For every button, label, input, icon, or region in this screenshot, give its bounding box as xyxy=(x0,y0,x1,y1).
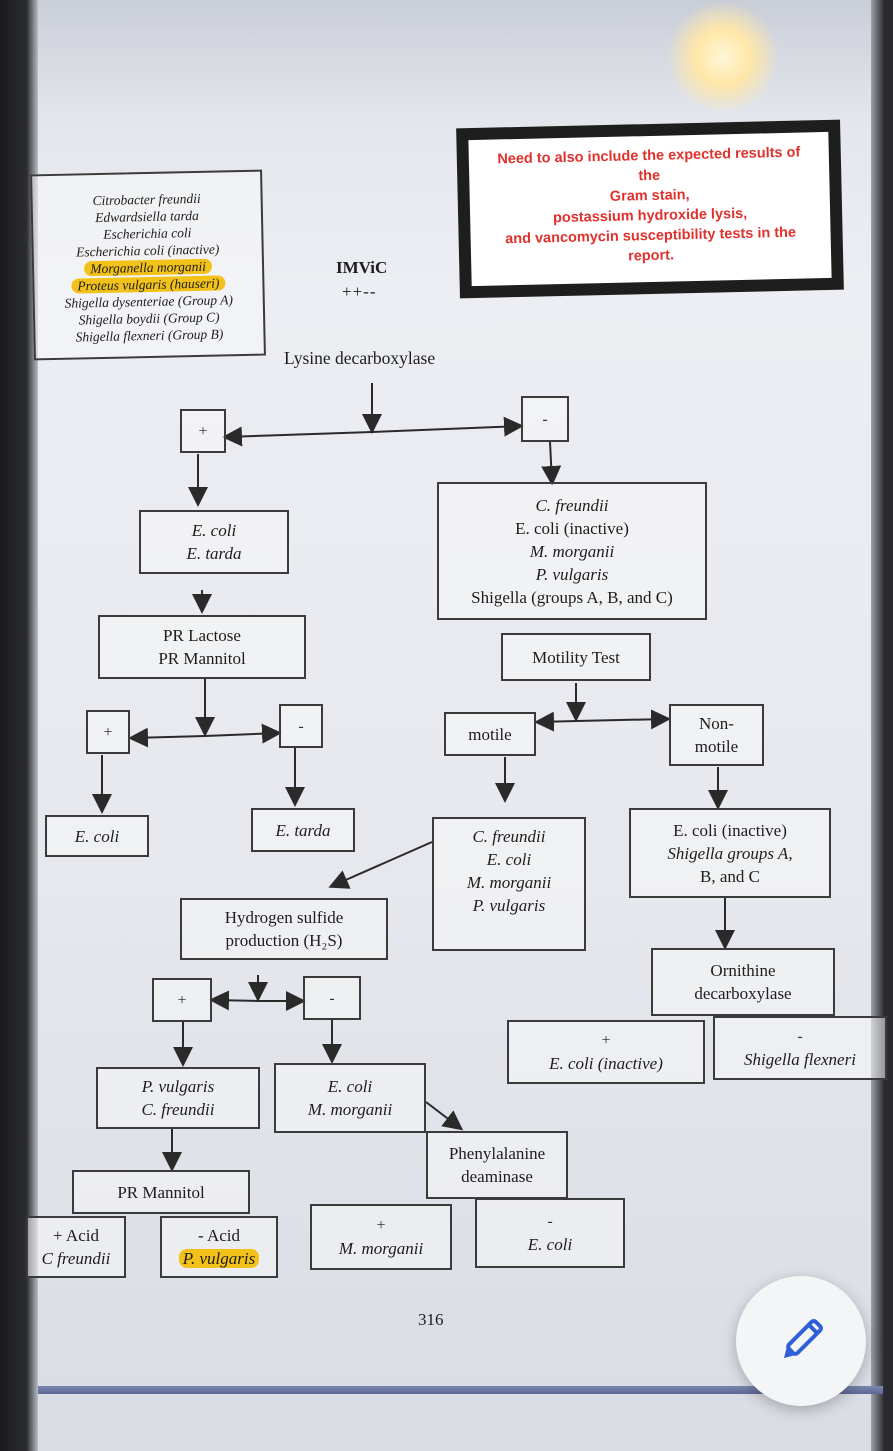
highlighted-organism: P. vulgaris xyxy=(178,1249,260,1268)
organism-name: E. tarda xyxy=(186,544,242,563)
legend-item: Escherichia coli xyxy=(103,224,192,242)
result-sign: + xyxy=(376,1217,386,1234)
h2s-positive-result: P. vulgaris C. freundii xyxy=(96,1067,260,1129)
pr-lactose-negative-sign: - xyxy=(279,704,323,748)
organism-name: E. coli (inactive) xyxy=(549,1054,663,1073)
h2s-negative-sign: - xyxy=(303,976,361,1020)
result-sign: + xyxy=(601,1032,611,1049)
motility-test: Motility Test xyxy=(501,633,651,681)
page-number: 316 xyxy=(418,1310,444,1329)
lysine-positive-sign: + xyxy=(180,409,226,453)
imvic-pattern: ++-- xyxy=(342,282,377,301)
organism-name: Shigella flexneri xyxy=(744,1050,856,1069)
organism-name: M. morganii xyxy=(529,541,615,561)
label-line: Non- xyxy=(699,714,734,733)
organism-name: M. morganii xyxy=(338,1239,424,1258)
pr-lactose-positive-sign: + xyxy=(86,710,130,754)
phenylalanine-negative-result: - E. coli xyxy=(475,1198,625,1268)
result-sign: - xyxy=(547,1213,553,1230)
highlighted-legend-item: Morganella morganii xyxy=(84,258,212,276)
pr-mannitol-negative-result: - Acid P. vulgaris xyxy=(160,1216,278,1278)
test-name: production (H₂S) xyxy=(225,931,343,950)
organism-name: Shigella (groups A, B, and C) xyxy=(471,587,673,607)
test-name: PR Lactose xyxy=(163,626,241,645)
organism-name: C. freundii xyxy=(472,827,546,846)
ornithine-decarboxylase-test: Ornithine decarboxylase xyxy=(651,948,835,1016)
non-motile-result: E. coli (inactive) Shigella groups A, B,… xyxy=(629,808,831,898)
lysine-negative-sign: - xyxy=(521,396,569,442)
legend-item: Edwardsiella tarda xyxy=(94,207,199,225)
photo-right-edge xyxy=(871,0,893,1451)
ornithine-positive-result: + E. coli (inactive) xyxy=(507,1020,705,1084)
result-label: + Acid xyxy=(53,1226,99,1245)
organism-name: E. coli (inactive) xyxy=(673,820,787,840)
lysine-negative-result: C. freundii E. coli (inactive) M. morgan… xyxy=(437,482,707,620)
organism-name: E. coli xyxy=(327,1077,373,1096)
h2s-production-test: Hydrogen sulfide production (H₂S) xyxy=(180,898,388,960)
organism-name: P. vulgaris xyxy=(535,564,609,584)
organism-name: C freundii xyxy=(41,1249,111,1268)
phenylalanine-deaminase-test: Phenylalanine deaminase xyxy=(426,1131,568,1199)
imvic-title: IMViC xyxy=(336,258,388,277)
organism-name: E. coli xyxy=(191,521,237,540)
h2s-positive-sign: + xyxy=(152,978,212,1022)
pr-lactose-negative-result: E. tarda xyxy=(251,808,355,852)
page-divider xyxy=(38,1386,883,1394)
motile-result: C. freundii E. coli M. morganii P. vulga… xyxy=(432,817,586,951)
organism-name: P. vulgaris xyxy=(178,1247,260,1270)
non-motile-label: Non- motile xyxy=(669,704,764,766)
instructor-note: Need to also include the expected result… xyxy=(456,119,844,299)
edit-button[interactable] xyxy=(736,1276,866,1406)
lysine-decarboxylase-title: Lysine decarboxylase xyxy=(284,348,436,368)
phenylalanine-positive-result: + M. morganii xyxy=(310,1204,452,1270)
lysine-positive-result: E. coli E. tarda xyxy=(139,510,289,574)
pr-lactose-test: PR Lactose PR Mannitol xyxy=(98,615,306,679)
test-name: Ornithine xyxy=(710,961,776,980)
pencil-edit-icon xyxy=(784,1319,823,1358)
motile-label: motile xyxy=(444,712,536,756)
organism-name: E. coli xyxy=(486,850,532,869)
light-glare xyxy=(668,2,778,112)
organism-name: Shigella groups A, xyxy=(667,843,793,863)
pr-lactose-positive-result: E. coli xyxy=(45,815,149,857)
organism-name: P. vulgaris xyxy=(472,896,546,915)
organism-name: C. freundii xyxy=(535,495,609,515)
organism-name: M. morganii xyxy=(307,1100,393,1119)
organism-name: B, and C xyxy=(700,866,760,886)
organism-name: E. coli xyxy=(527,1235,573,1254)
organism-name: C. freundii xyxy=(141,1100,215,1119)
test-name: Hydrogen sulfide xyxy=(224,908,344,927)
test-name: PR Mannitol xyxy=(158,649,246,668)
organism-legend: Citrobacter freundii Edwardsiella tarda … xyxy=(30,169,266,361)
test-name: decarboxylase xyxy=(694,984,792,1003)
pr-mannitol-test: PR Mannitol xyxy=(72,1170,250,1214)
ornithine-negative-result: - Shigella flexneri xyxy=(713,1016,887,1080)
result-label: - Acid xyxy=(197,1226,241,1245)
test-name: deaminase xyxy=(461,1167,533,1186)
pr-mannitol-positive-result: + Acid C freundii xyxy=(26,1216,126,1278)
organism-name: M. morganii xyxy=(466,873,552,892)
test-name: Phenylalanine xyxy=(448,1144,546,1163)
result-sign: - xyxy=(797,1028,803,1045)
legend-item: Shigella flexneri (Group B) xyxy=(75,325,224,345)
h2s-negative-result: E. coli M. morganii xyxy=(274,1063,426,1133)
label-line: motile xyxy=(694,737,739,756)
organism-name: E. coli (inactive) xyxy=(515,518,629,538)
organism-name: P. vulgaris xyxy=(141,1077,215,1096)
